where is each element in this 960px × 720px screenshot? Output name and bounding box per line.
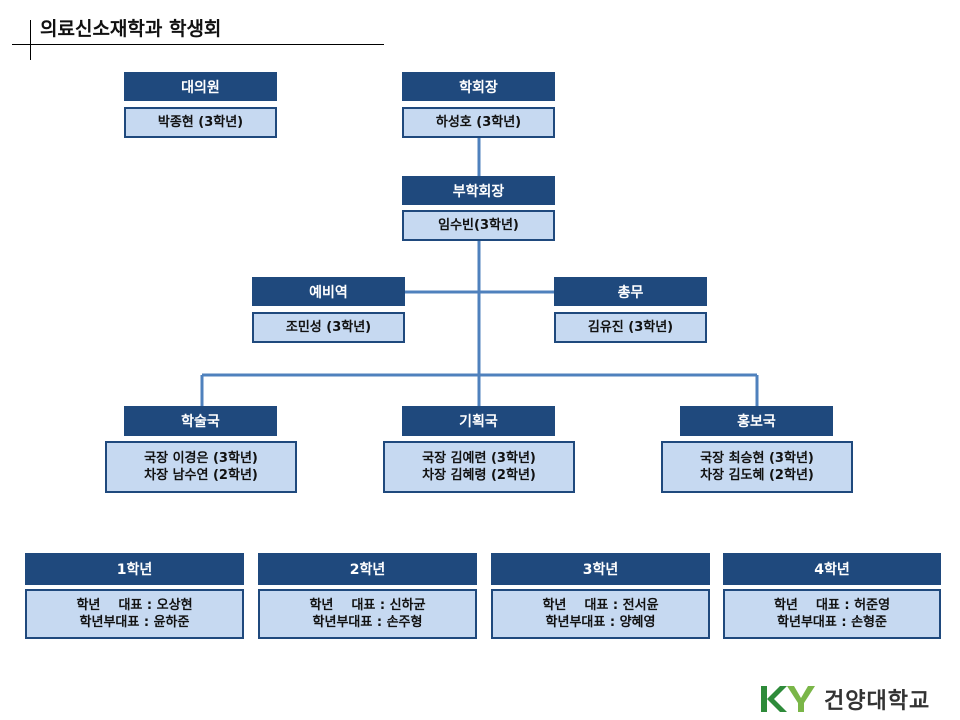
grade-2-vice-rep: 학년부대표 : 손주형 [312, 615, 423, 630]
planning-dept-director: 국장 김예련 (3학년) [422, 451, 536, 466]
council-member: 박종현 (3학년) [124, 107, 277, 138]
grade-4-rep: 학년 대표 : 허준영 [773, 598, 891, 613]
grade-2-members: 학년 대표 : 신하균 학년부대표 : 손주형 [258, 589, 477, 639]
vice-president-member: 임수빈(3학년) [402, 210, 555, 241]
vice-president-member-line: 임수빈(3학년) [438, 218, 519, 233]
grade-3-members: 학년 대표 : 전서윤 학년부대표 : 양혜영 [491, 589, 710, 639]
grade-3-vice-rep: 학년부대표 : 양혜영 [545, 615, 656, 630]
university-name: 건양대학교 [824, 689, 931, 714]
president-header: 학회장 [402, 72, 555, 101]
pr-dept-members: 국장 최승현 (3학년) 차장 김도혜 (2학년) [661, 441, 853, 493]
grade-3-header: 3학년 [491, 553, 710, 585]
university-logo: 건양대학교 [760, 683, 930, 715]
grade-4-vice-rep: 학년부대표 : 손형준 [777, 615, 887, 630]
vice-president-header: 부학회장 [402, 176, 555, 205]
reserve-member-line: 조민성 (3학년) [285, 320, 372, 335]
academic-dept-director: 국장 이경은 (3학년) [144, 451, 258, 466]
grade-1-vice-rep: 학년부대표 : 윤하준 [79, 615, 190, 630]
ky-logo-mark-icon [761, 686, 815, 712]
general-affairs-header: 총무 [554, 277, 707, 306]
president-member: 하성호 (3학년) [402, 107, 555, 138]
president-member-line: 하성호 (3학년) [435, 115, 522, 130]
planning-dept-members: 국장 김예련 (3학년) 차장 김혜령 (2학년) [383, 441, 575, 493]
page-title: 의료신소재학과 학생회 [40, 18, 222, 40]
planning-dept-deputy: 차장 김혜령 (2학년) [422, 468, 536, 483]
council-header: 대의원 [124, 72, 277, 101]
grade-4-members: 학년 대표 : 허준영 학년부대표 : 손형준 [723, 589, 941, 639]
title-tick [30, 20, 31, 60]
general-affairs-member-line: 김유진 (3학년) [587, 320, 674, 335]
academic-dept-header: 학술국 [124, 406, 277, 436]
pr-dept-header: 홍보국 [680, 406, 833, 436]
grade-3-rep: 학년 대표 : 전서윤 [542, 598, 659, 613]
academic-dept-deputy: 차장 남수연 (2학년) [144, 468, 258, 483]
grade-2-header: 2학년 [258, 553, 477, 585]
pr-dept-deputy: 차장 김도혜 (2학년) [700, 468, 814, 483]
planning-dept-header: 기획국 [402, 406, 555, 436]
reserve-member: 조민성 (3학년) [252, 312, 405, 343]
pr-dept-director: 국장 최승현 (3학년) [700, 451, 814, 466]
reserve-header: 예비역 [252, 277, 405, 306]
grade-4-header: 4학년 [723, 553, 941, 585]
academic-dept-members: 국장 이경은 (3학년) 차장 남수연 (2학년) [105, 441, 297, 493]
grade-1-rep: 학년 대표 : 오상현 [76, 598, 193, 613]
grade-1-members: 학년 대표 : 오상현 학년부대표 : 윤하준 [25, 589, 244, 639]
general-affairs-member: 김유진 (3학년) [554, 312, 707, 343]
grade-1-header: 1학년 [25, 553, 244, 585]
council-member-line: 박종현 (3학년) [157, 115, 244, 130]
grade-2-rep: 학년 대표 : 신하균 [309, 598, 426, 613]
title-underline [12, 44, 384, 45]
